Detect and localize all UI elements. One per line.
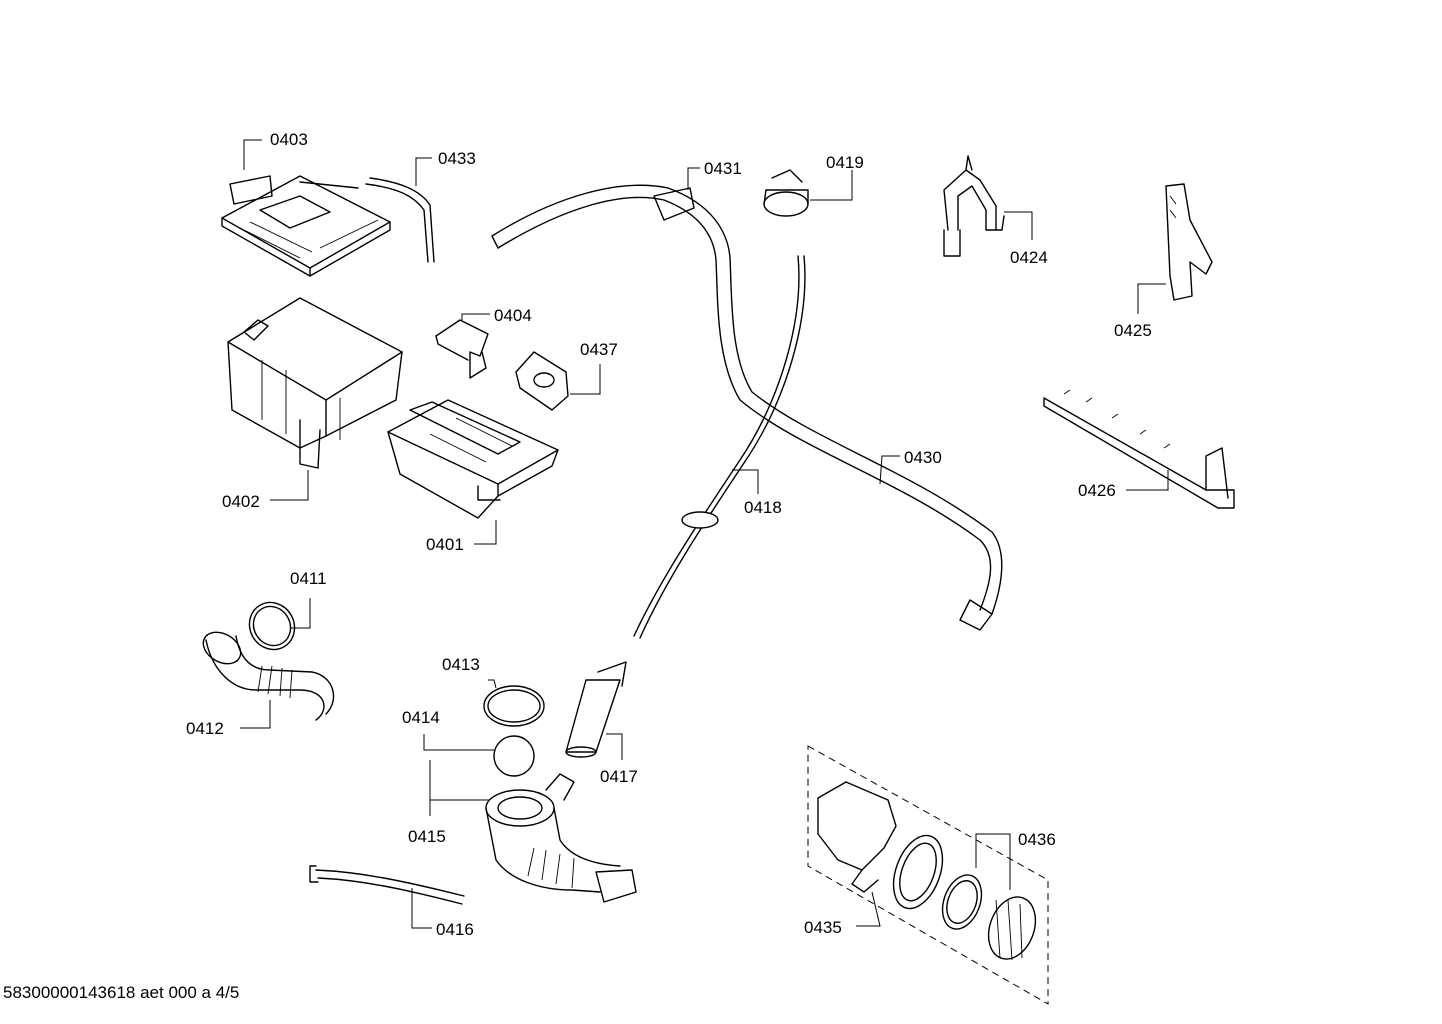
- label-0425: 0425: [1114, 321, 1152, 340]
- label-0418: 0418: [744, 498, 782, 517]
- part-0417-drawing: [565, 661, 627, 760]
- label-0401: 0401: [426, 535, 464, 554]
- part-0411-drawing: [248, 598, 311, 651]
- label-0435: 0435: [804, 918, 842, 937]
- part-0412-drawing: [202, 631, 335, 729]
- label-0416: 0416: [436, 920, 474, 939]
- part-0401-drawing: [387, 399, 559, 545]
- label-0402: 0402: [222, 492, 260, 511]
- part-0430-hose-drawing: [491, 167, 1003, 631]
- part-0426-drawing: [1043, 389, 1235, 509]
- label-0430: 0430: [904, 448, 942, 467]
- part-0404-drawing: [435, 313, 490, 379]
- part-0425-drawing: [1137, 183, 1213, 314]
- label-0424: 0424: [1010, 248, 1048, 267]
- part-0424-drawing: [943, 155, 1033, 257]
- label-0431: 0431: [704, 159, 742, 178]
- part-0419-drawing: [763, 169, 853, 217]
- part-0413-drawing: [483, 679, 545, 727]
- label-0436: 0436: [1018, 830, 1056, 849]
- label-0414: 0414: [402, 708, 440, 727]
- part-0435-drawing: [807, 745, 1049, 1005]
- part-0437-drawing: [515, 351, 601, 411]
- part-0414-drawing: [423, 734, 535, 777]
- part-0436-drawing: [941, 833, 1037, 961]
- label-0403: 0403: [270, 130, 308, 149]
- label-0417: 0417: [600, 767, 638, 786]
- part-0402-drawing: [227, 297, 403, 501]
- label-0437: 0437: [580, 340, 618, 359]
- label-0426: 0426: [1078, 481, 1116, 500]
- label-0404: 0404: [494, 306, 532, 325]
- label-0415: 0415: [408, 827, 446, 846]
- label-0411: 0411: [290, 569, 327, 588]
- label-0412: 0412: [186, 719, 224, 738]
- part-0415-drawing: [429, 760, 637, 903]
- document-footer-code: 58300000143618 aet 000 a 4/5: [3, 983, 240, 1002]
- label-0433: 0433: [438, 149, 476, 168]
- label-0413: 0413: [442, 655, 480, 674]
- part-0418-tube-drawing: [633, 255, 806, 639]
- part-0416-drawing: [309, 865, 465, 929]
- label-0419: 0419: [826, 153, 864, 172]
- part-0403-drawing: [221, 139, 391, 277]
- part-0433-drawing: [365, 157, 435, 263]
